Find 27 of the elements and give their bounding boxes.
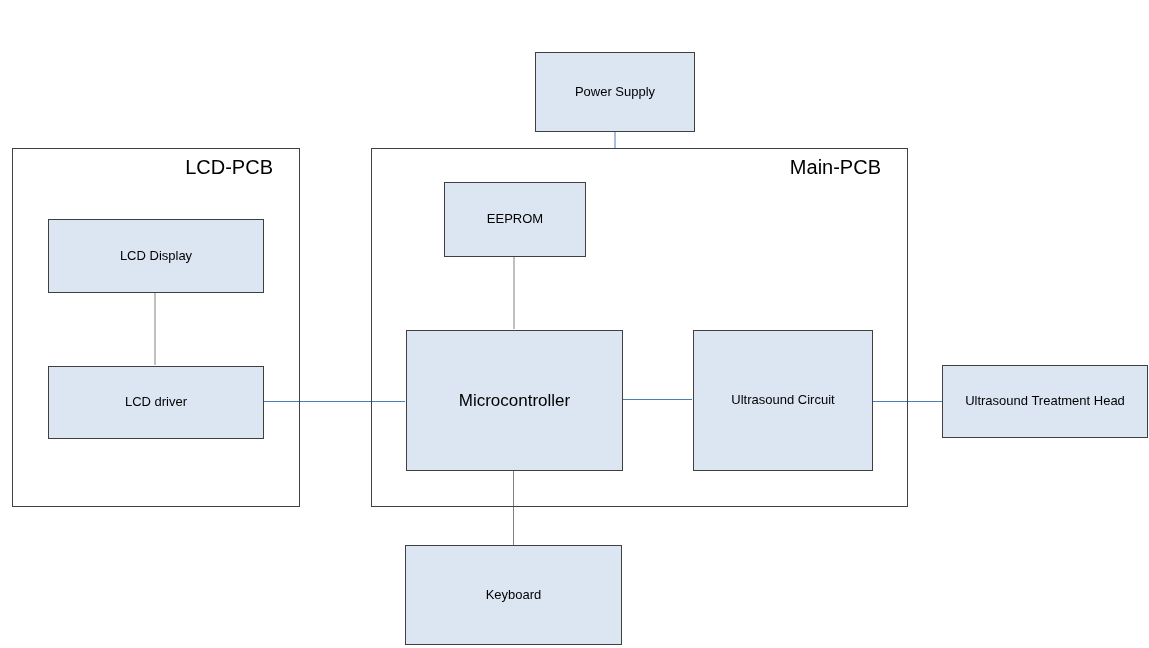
box-label: Ultrasound Treatment Head <box>965 393 1125 410</box>
connector-line <box>614 131 616 149</box>
component-box <box>535 52 695 132</box>
box-label: EEPROM <box>486 211 544 228</box>
box-label: Ultrasound Circuit <box>731 392 835 409</box>
board-title: Main-PCB <box>789 155 881 180</box>
connector-line <box>513 255 515 330</box>
connector-line <box>154 291 156 366</box>
box-label: LCD driver <box>124 394 188 411</box>
component-box <box>444 182 586 257</box>
component-box <box>48 219 264 293</box>
box-label: Keyboard <box>485 586 542 604</box>
box-label: Microcontroller <box>458 389 571 412</box>
component-box <box>693 330 873 471</box>
component-box <box>406 330 623 471</box>
connector-line <box>621 399 693 400</box>
board-container <box>12 148 300 507</box>
connector-line <box>871 401 943 402</box>
box-label: Power Supply <box>574 83 656 101</box>
component-box <box>405 545 622 645</box>
box-label: LCD Display <box>119 247 193 265</box>
connector-line <box>262 401 406 402</box>
board-container <box>371 148 908 507</box>
component-box <box>942 365 1148 438</box>
board-title: LCD-PCB <box>185 155 273 180</box>
connector-line <box>513 469 514 546</box>
component-box <box>48 366 264 439</box>
